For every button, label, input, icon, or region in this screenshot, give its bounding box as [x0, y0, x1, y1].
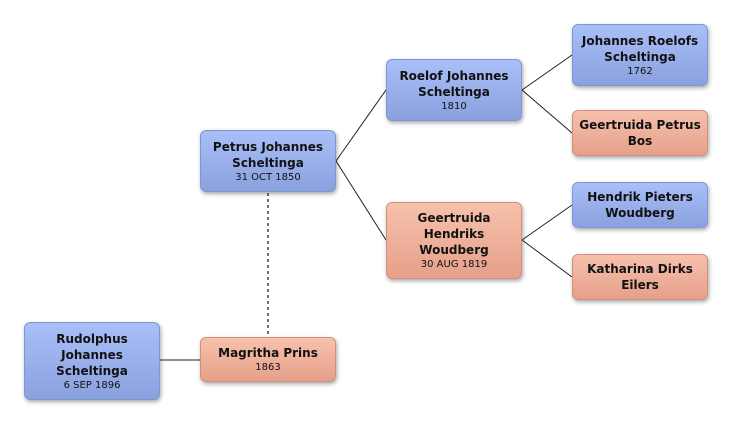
- person-date: 6 SEP 1896: [63, 379, 121, 391]
- connector-petrus-roelof: [335, 89, 387, 162]
- connector-petrus-geertruida: [335, 160, 387, 241]
- person-name: Geertruida Hendriks Woudberg: [417, 211, 491, 257]
- person-name: Johannes Roelofs Scheltinga: [581, 33, 699, 64]
- person-geertruida-hendriks-woudberg[interactable]: Geertruida Hendriks Woudberg 30 AUG 1819: [386, 202, 522, 279]
- connector-geertruida-katharina: [521, 239, 573, 278]
- person-date: 1810: [441, 100, 467, 112]
- person-name: Petrus Johannes Scheltinga: [212, 139, 324, 170]
- connector-geertruida-hendrik: [521, 204, 573, 241]
- person-date: 31 OCT 1850: [235, 171, 301, 183]
- person-date: 1762: [627, 65, 653, 77]
- connector-roelof-geertruida-petrus: [521, 89, 573, 134]
- person-date: 30 AUG 1819: [420, 259, 488, 270]
- person-name: Magritha Prins: [218, 346, 318, 360]
- person-katharina-dirks-eilers[interactable]: Katharina Dirks Eilers: [572, 254, 708, 300]
- person-magritha-prins[interactable]: Magritha Prins 1863: [200, 337, 336, 382]
- person-rudolphus-johannes-scheltinga[interactable]: Rudolphus Johannes Scheltinga 6 SEP 1896: [24, 322, 160, 400]
- person-name: Hendrik Pieters Woudberg: [587, 190, 693, 220]
- person-name: Geertruida Petrus Bos: [579, 118, 701, 148]
- person-hendrik-pieters-woudberg[interactable]: Hendrik Pieters Woudberg: [572, 182, 708, 228]
- person-name: Rudolphus Johannes Scheltinga: [56, 331, 128, 378]
- person-petrus-johannes-scheltinga[interactable]: Petrus Johannes Scheltinga 31 OCT 1850: [200, 130, 336, 192]
- person-name: Katharina Dirks Eilers: [587, 262, 693, 292]
- person-roelof-johannes-scheltinga[interactable]: Roelof Johannes Scheltinga 1810: [386, 59, 522, 121]
- connector-roelof-johannes: [521, 54, 573, 91]
- person-geertruida-petrus-bos[interactable]: Geertruida Petrus Bos: [572, 110, 708, 156]
- person-name: Roelof Johannes Scheltinga: [399, 68, 509, 99]
- person-johannes-roelofs-scheltinga[interactable]: Johannes Roelofs Scheltinga 1762: [572, 24, 708, 86]
- person-date: 1863: [255, 362, 281, 373]
